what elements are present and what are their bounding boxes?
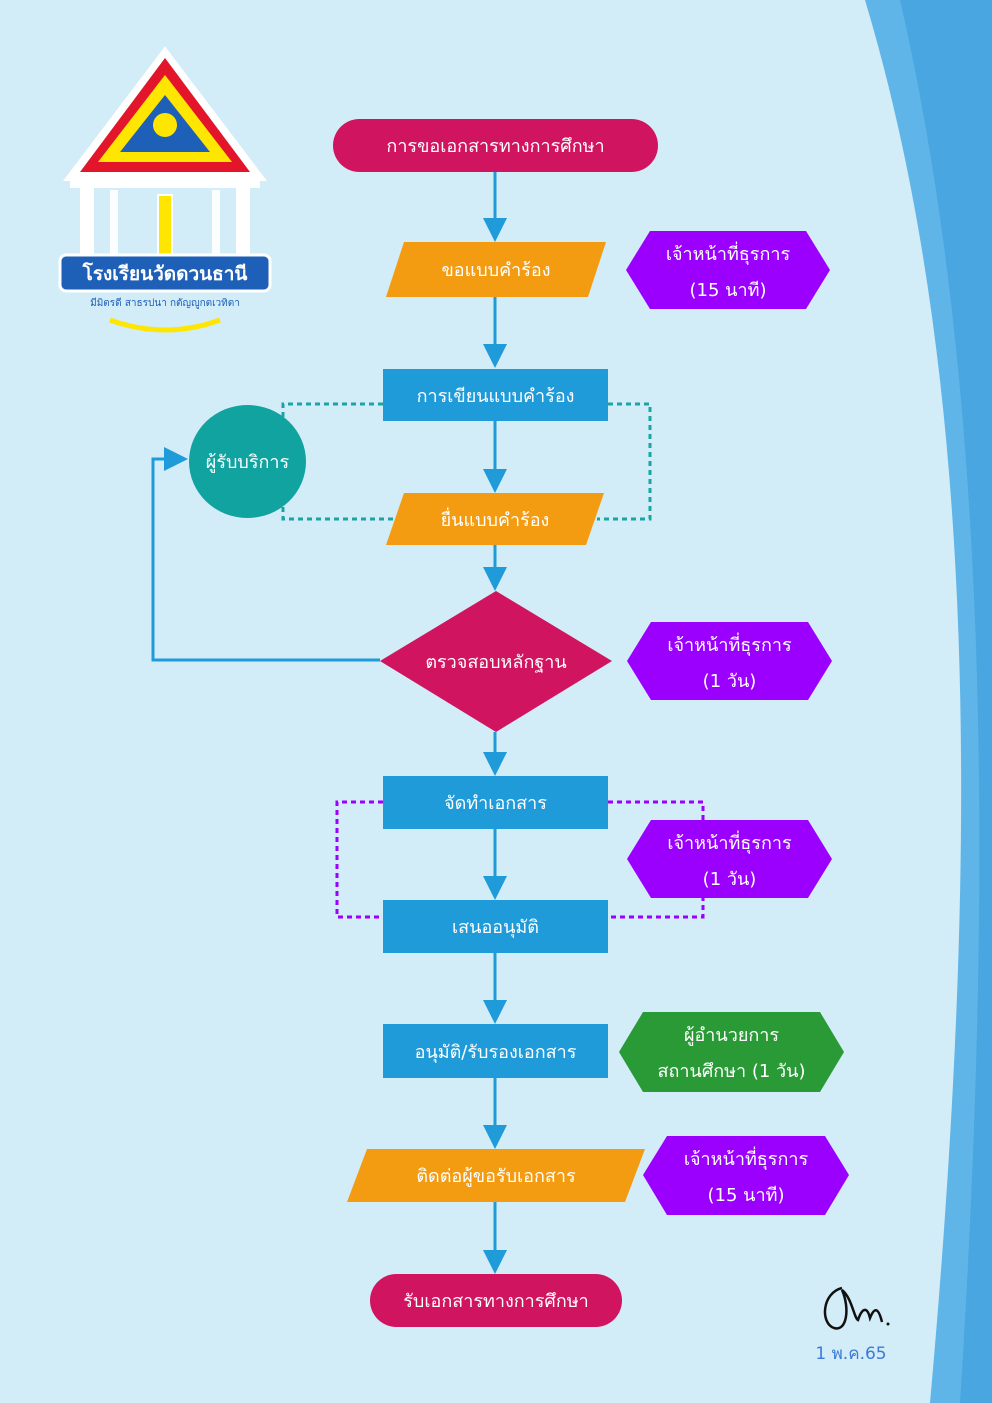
school-logo: โรงเรียนวัดดวนธานี มีมิตรดี สาธรปนา กตัญ… <box>58 46 272 333</box>
decision-label: ตรวจสอบหลักฐาน <box>425 652 567 673</box>
signature-date: 1 พ.ค.65 <box>815 1344 887 1364</box>
dashed-teal-right <box>597 402 652 521</box>
responsible-hexagon-3 <box>627 820 832 898</box>
step5-process <box>383 900 608 953</box>
responsible-hexagon-2 <box>627 622 832 700</box>
step2-process <box>383 369 608 421</box>
r1-line1: เจ้าหน้าที่ธุรการ <box>665 243 791 265</box>
end-label: รับเอกสารทางการศึกษา <box>403 1291 589 1312</box>
dashed-teal-top-left <box>281 402 383 440</box>
r5-line2: (15 นาที) <box>707 1184 785 1206</box>
step3-parallelogram <box>386 493 604 545</box>
responsible-hexagon-1 <box>626 231 830 309</box>
step3-label: ยื่นแบบคำร้อง <box>440 509 550 531</box>
step5-label: เสนออนุมัติ <box>452 917 539 938</box>
dashed-purple-right <box>608 800 705 919</box>
step1-parallelogram <box>386 242 606 297</box>
step6-label: อนุมัติ/รับรองเอกสาร <box>414 1041 577 1063</box>
end-terminator <box>370 1274 622 1327</box>
dashed-purple-left <box>335 800 383 919</box>
service-user-label: ผู้รับบริการ <box>205 452 290 473</box>
step4-label: จัดทำเอกสาร <box>444 793 547 814</box>
r2-line1: เจ้าหน้าที่ธุรการ <box>667 634 792 656</box>
step2-label: การเขียนแบบคำร้อง <box>416 385 575 407</box>
r2-line2: (1 วัน) <box>702 670 757 692</box>
responsible-hexagon-4 <box>619 1012 844 1092</box>
signature-scribble <box>823 1286 890 1330</box>
r5-line1: เจ้าหน้าที่ธุรการ <box>683 1148 809 1170</box>
r4-line2: สถานศึกษา (1 วัน) <box>657 1060 806 1082</box>
r1-line2: (15 นาที) <box>689 279 767 301</box>
r4-line1: ผู้อำนวยการ <box>683 1024 780 1046</box>
decision-diamond <box>380 591 612 732</box>
service-user-circle <box>189 405 306 518</box>
r3-line2: (1 วัน) <box>702 868 757 890</box>
step6-process <box>383 1024 608 1078</box>
logo-motto-text: มีมิตรดี สาธรปนา กตัญญูกตเวทิตา <box>90 297 240 309</box>
step1-label: ขอแบบคำร้อง <box>441 260 551 281</box>
r3-line1: เจ้าหน้าที่ธุรการ <box>667 832 792 854</box>
step4-process <box>383 776 608 829</box>
step7-label: ติดต่อผู้ขอรับเอกสาร <box>416 1166 576 1187</box>
responsible-hexagon-5 <box>643 1136 849 1215</box>
start-label: การขอเอกสารทางการศึกษา <box>386 136 605 157</box>
start-terminator <box>333 119 658 172</box>
arrow-decision-serviceuser <box>151 447 380 662</box>
step7-parallelogram <box>347 1149 645 1202</box>
logo-name-text: โรงเรียนวัดดวนธานี <box>82 262 248 285</box>
